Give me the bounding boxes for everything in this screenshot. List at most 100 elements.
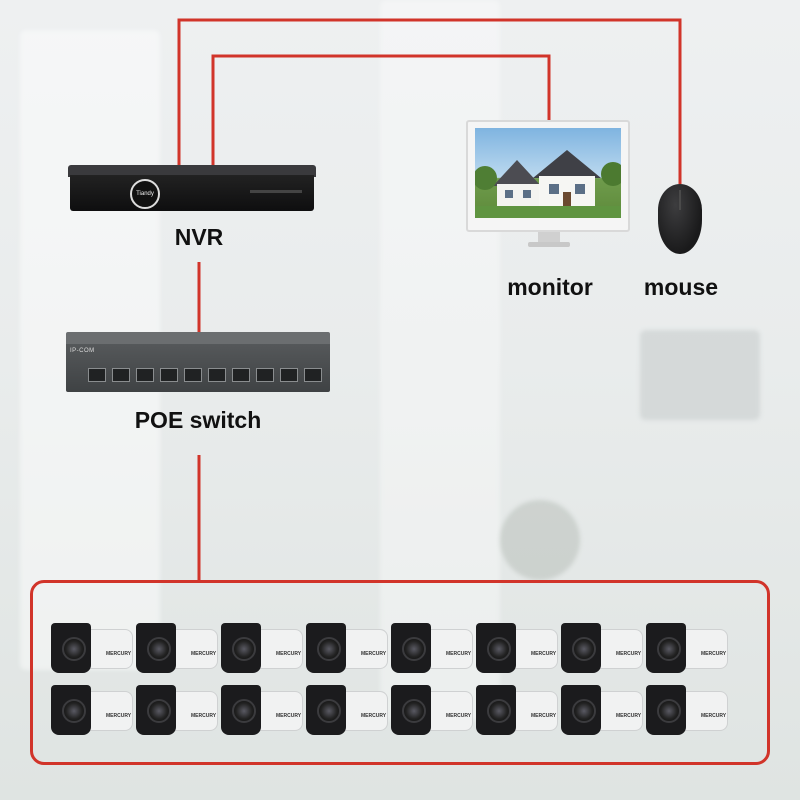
nvr-device: Tiandy xyxy=(68,165,316,213)
monitor-stand-foot xyxy=(528,242,570,247)
mouse-button-split xyxy=(679,190,681,210)
bullet-camera-icon: MERCURY xyxy=(646,623,728,673)
camera-group: MERCURY MERCURY MERCURY MERCURY MERCURY MERCU… xyxy=(30,580,770,765)
bullet-camera-icon: MERCURY xyxy=(646,685,728,735)
bullet-camera-icon: MERCURY xyxy=(391,685,473,735)
poe-switch-device: IP-COM xyxy=(66,332,330,394)
camera-brand: MERCURY xyxy=(446,651,472,657)
camera-front xyxy=(221,685,261,735)
switch-port xyxy=(232,368,250,382)
camera-front xyxy=(221,623,261,673)
monitor-screen xyxy=(475,128,621,218)
bullet-camera-icon: MERCURY xyxy=(136,685,218,735)
switch-port xyxy=(184,368,202,382)
camera-brand: MERCURY xyxy=(531,651,557,657)
switch-brand: IP-COM xyxy=(70,348,95,354)
camera-lens xyxy=(572,699,596,723)
mouse-label: mouse xyxy=(643,274,719,300)
camera-front xyxy=(646,623,686,673)
bullet-camera-icon: MERCURY xyxy=(136,623,218,673)
camera-brand: MERCURY xyxy=(106,713,132,719)
monitor-stand-neck xyxy=(538,232,560,242)
camera-front xyxy=(476,685,516,735)
camera-lens xyxy=(232,699,256,723)
switch-port xyxy=(208,368,226,382)
plant-blur xyxy=(500,500,580,580)
switch-port xyxy=(160,368,178,382)
camera-front xyxy=(476,623,516,673)
camera-brand: MERCURY xyxy=(106,651,132,657)
wire-nvr-mouse xyxy=(177,18,682,184)
camera-lens xyxy=(402,637,426,661)
switch-port xyxy=(112,368,130,382)
switch-top xyxy=(66,332,330,346)
camera-brand: MERCURY xyxy=(616,713,642,719)
camera-lens xyxy=(572,637,596,661)
switch-port xyxy=(88,368,106,382)
bullet-camera-icon: MERCURY xyxy=(306,623,388,673)
switch-port-uplink xyxy=(280,368,298,382)
camera-front xyxy=(136,685,176,735)
camera-lens xyxy=(402,699,426,723)
bullet-camera-icon: MERCURY xyxy=(51,623,133,673)
bullet-camera-icon: MERCURY xyxy=(306,685,388,735)
nvr-top xyxy=(68,165,316,177)
camera-front xyxy=(51,623,91,673)
camera-brand: MERCURY xyxy=(361,713,387,719)
switch-front-panel: IP-COM xyxy=(66,344,330,392)
bullet-camera-icon: MERCURY xyxy=(391,623,473,673)
camera-lens xyxy=(232,637,256,661)
switch-port xyxy=(256,368,274,382)
camera-brand: MERCURY xyxy=(276,713,302,719)
camera-front xyxy=(136,623,176,673)
poe-switch-label: POE switch xyxy=(134,407,262,433)
camera-lens xyxy=(487,699,511,723)
camera-lens xyxy=(147,637,171,661)
camera-lens xyxy=(62,699,86,723)
camera-front xyxy=(391,623,431,673)
camera-front xyxy=(51,685,91,735)
camera-front xyxy=(561,623,601,673)
camera-brand: MERCURY xyxy=(701,713,727,719)
camera-front xyxy=(391,685,431,735)
bullet-camera-icon: MERCURY xyxy=(221,685,303,735)
camera-brand: MERCURY xyxy=(616,651,642,657)
bullet-camera-icon: MERCURY xyxy=(51,685,133,735)
camera-front xyxy=(561,685,601,735)
camera-lens xyxy=(317,699,341,723)
bullet-camera-icon: MERCURY xyxy=(476,623,558,673)
mouse-icon xyxy=(658,184,702,254)
nvr-slot xyxy=(250,190,302,193)
camera-front xyxy=(306,623,346,673)
camera-brand: MERCURY xyxy=(531,713,557,719)
camera-brand: MERCURY xyxy=(446,713,472,719)
wire-nvr-monitor xyxy=(211,54,551,167)
camera-lens xyxy=(62,637,86,661)
camera-lens xyxy=(657,699,681,723)
camera-lens xyxy=(317,637,341,661)
nvr-label: NVR xyxy=(174,224,224,250)
nvr-logo: Tiandy xyxy=(130,179,160,209)
camera-front xyxy=(306,685,346,735)
bullet-camera-icon: MERCURY xyxy=(476,685,558,735)
camera-front xyxy=(646,685,686,735)
bullet-camera-icon: MERCURY xyxy=(221,623,303,673)
switch-port-uplink xyxy=(304,368,322,382)
camera-lens xyxy=(147,699,171,723)
bullet-camera-icon: MERCURY xyxy=(561,623,643,673)
shelf-blur xyxy=(640,330,760,420)
camera-brand: MERCURY xyxy=(701,651,727,657)
monitor-icon xyxy=(466,120,630,232)
bullet-camera-icon: MERCURY xyxy=(561,685,643,735)
nvr-front-panel: Tiandy xyxy=(70,175,314,211)
house-image xyxy=(475,150,621,218)
camera-brand: MERCURY xyxy=(361,651,387,657)
camera-brand: MERCURY xyxy=(191,713,217,719)
switch-port xyxy=(136,368,154,382)
camera-brand: MERCURY xyxy=(276,651,302,657)
camera-lens xyxy=(487,637,511,661)
camera-brand: MERCURY xyxy=(191,651,217,657)
monitor-label: monitor xyxy=(507,274,593,300)
camera-lens xyxy=(657,637,681,661)
